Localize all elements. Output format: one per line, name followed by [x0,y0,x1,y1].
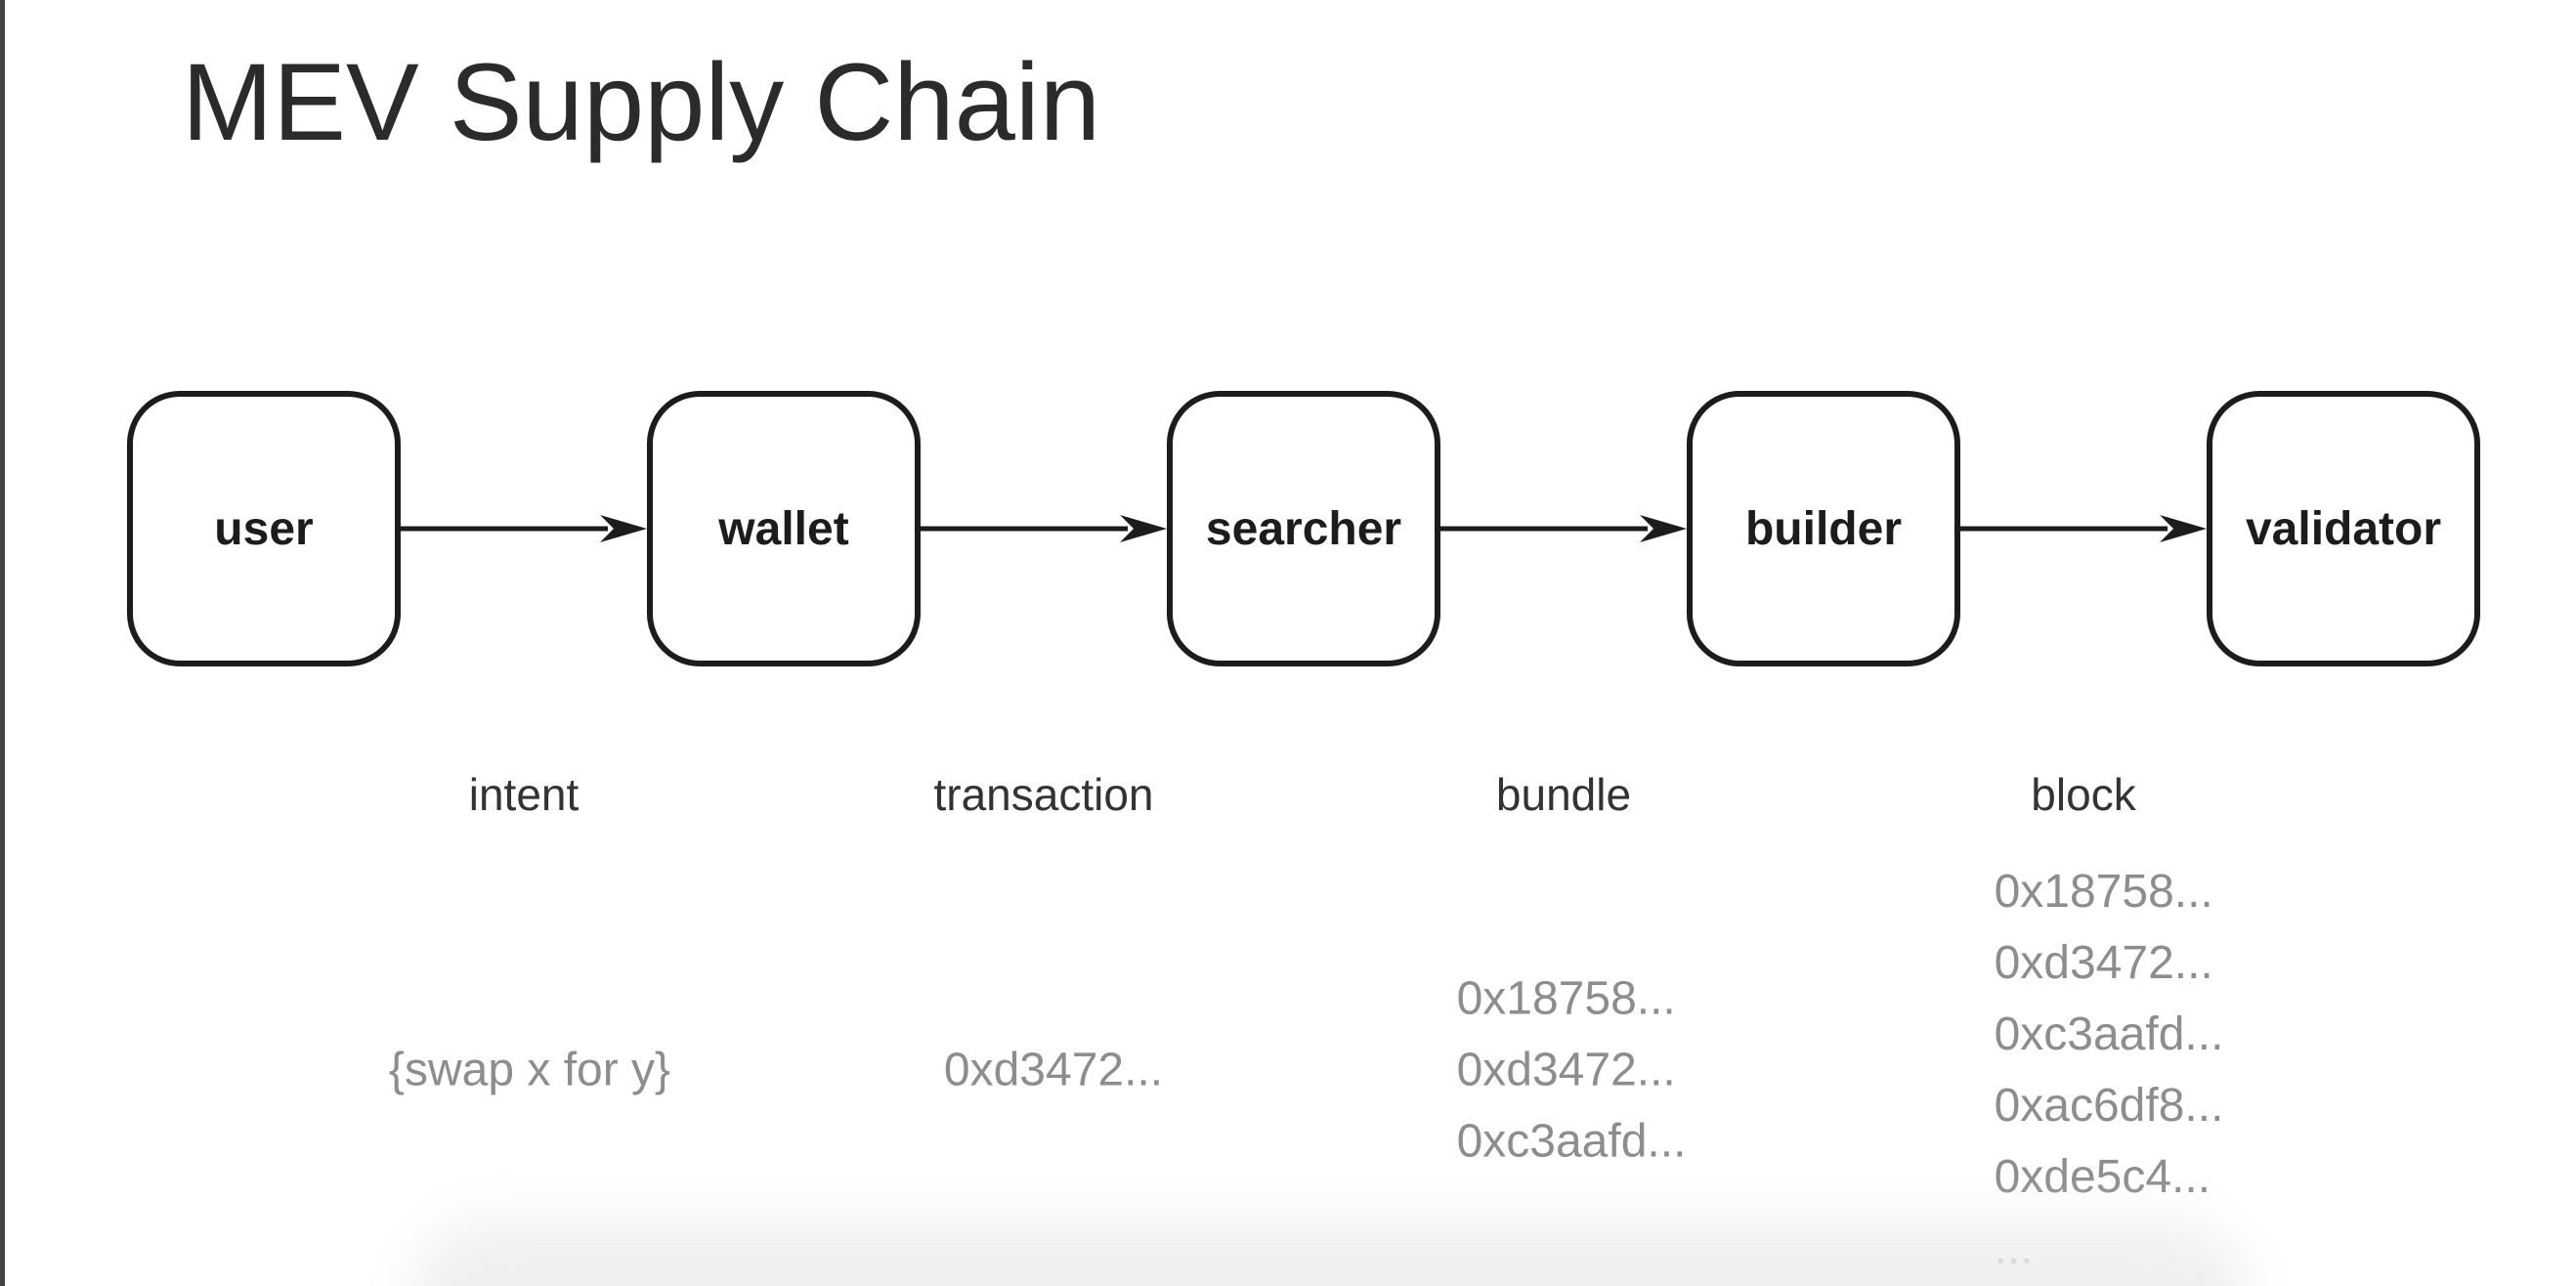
payload-line: 0xac6df8... [1994,1080,2224,1132]
arrow-searcher-to-builder [1440,515,1687,542]
arrow-builder-to-validator [1960,515,2207,542]
payload-transaction: 0xd3472... [944,1035,1163,1106]
edge-label-bundle: bundle [1495,769,1632,820]
payload-line: 0xc3aafd... [1994,1008,2224,1060]
node-builder: builder [1687,391,1960,666]
arrow-user-to-wallet [401,515,647,542]
payload-line: 0x18758... [1456,972,1676,1025]
payload-line: 0xde5c4... [1994,1151,2211,1203]
node-user: user [127,391,401,666]
page-title: MEV Supply Chain [182,41,1101,163]
payload-line: 0xd3472... [1994,937,2213,989]
bottom-shadow [410,1222,2248,1286]
node-searcher: searcher [1167,391,1440,666]
payload-line: 0xd3472... [1456,1044,1676,1096]
payload-line: 0x18758... [1994,866,2213,918]
edge-label-intent: intent [468,769,580,820]
edge-label-block: block [2031,769,2136,820]
payload-bundle: 0x18758... 0xd3472... 0xc3aafd... [1457,964,1687,1178]
node-wallet-label: wallet [718,502,849,555]
node-wallet: wallet [647,391,921,666]
payload-line: {swap x for y} [388,1044,671,1096]
edge-label-transaction: transaction [933,769,1154,820]
arrow-wallet-to-searcher [921,515,1167,542]
payload-intent: {swap x for y} [389,1035,670,1106]
node-builder-label: builder [1744,502,1902,555]
payload-block: 0x18758... 0xd3472... 0xc3aafd... 0xac6d… [1995,856,2224,1284]
node-searcher-label: searcher [1205,502,1402,555]
payload-line: 0xd3472... [943,1044,1164,1096]
node-user-label: user [214,502,314,555]
node-validator-label: validator [2245,502,2442,555]
payload-line: 0xc3aafd... [1456,1115,1687,1168]
window-left-edge [0,0,5,1286]
node-validator: validator [2207,391,2480,666]
